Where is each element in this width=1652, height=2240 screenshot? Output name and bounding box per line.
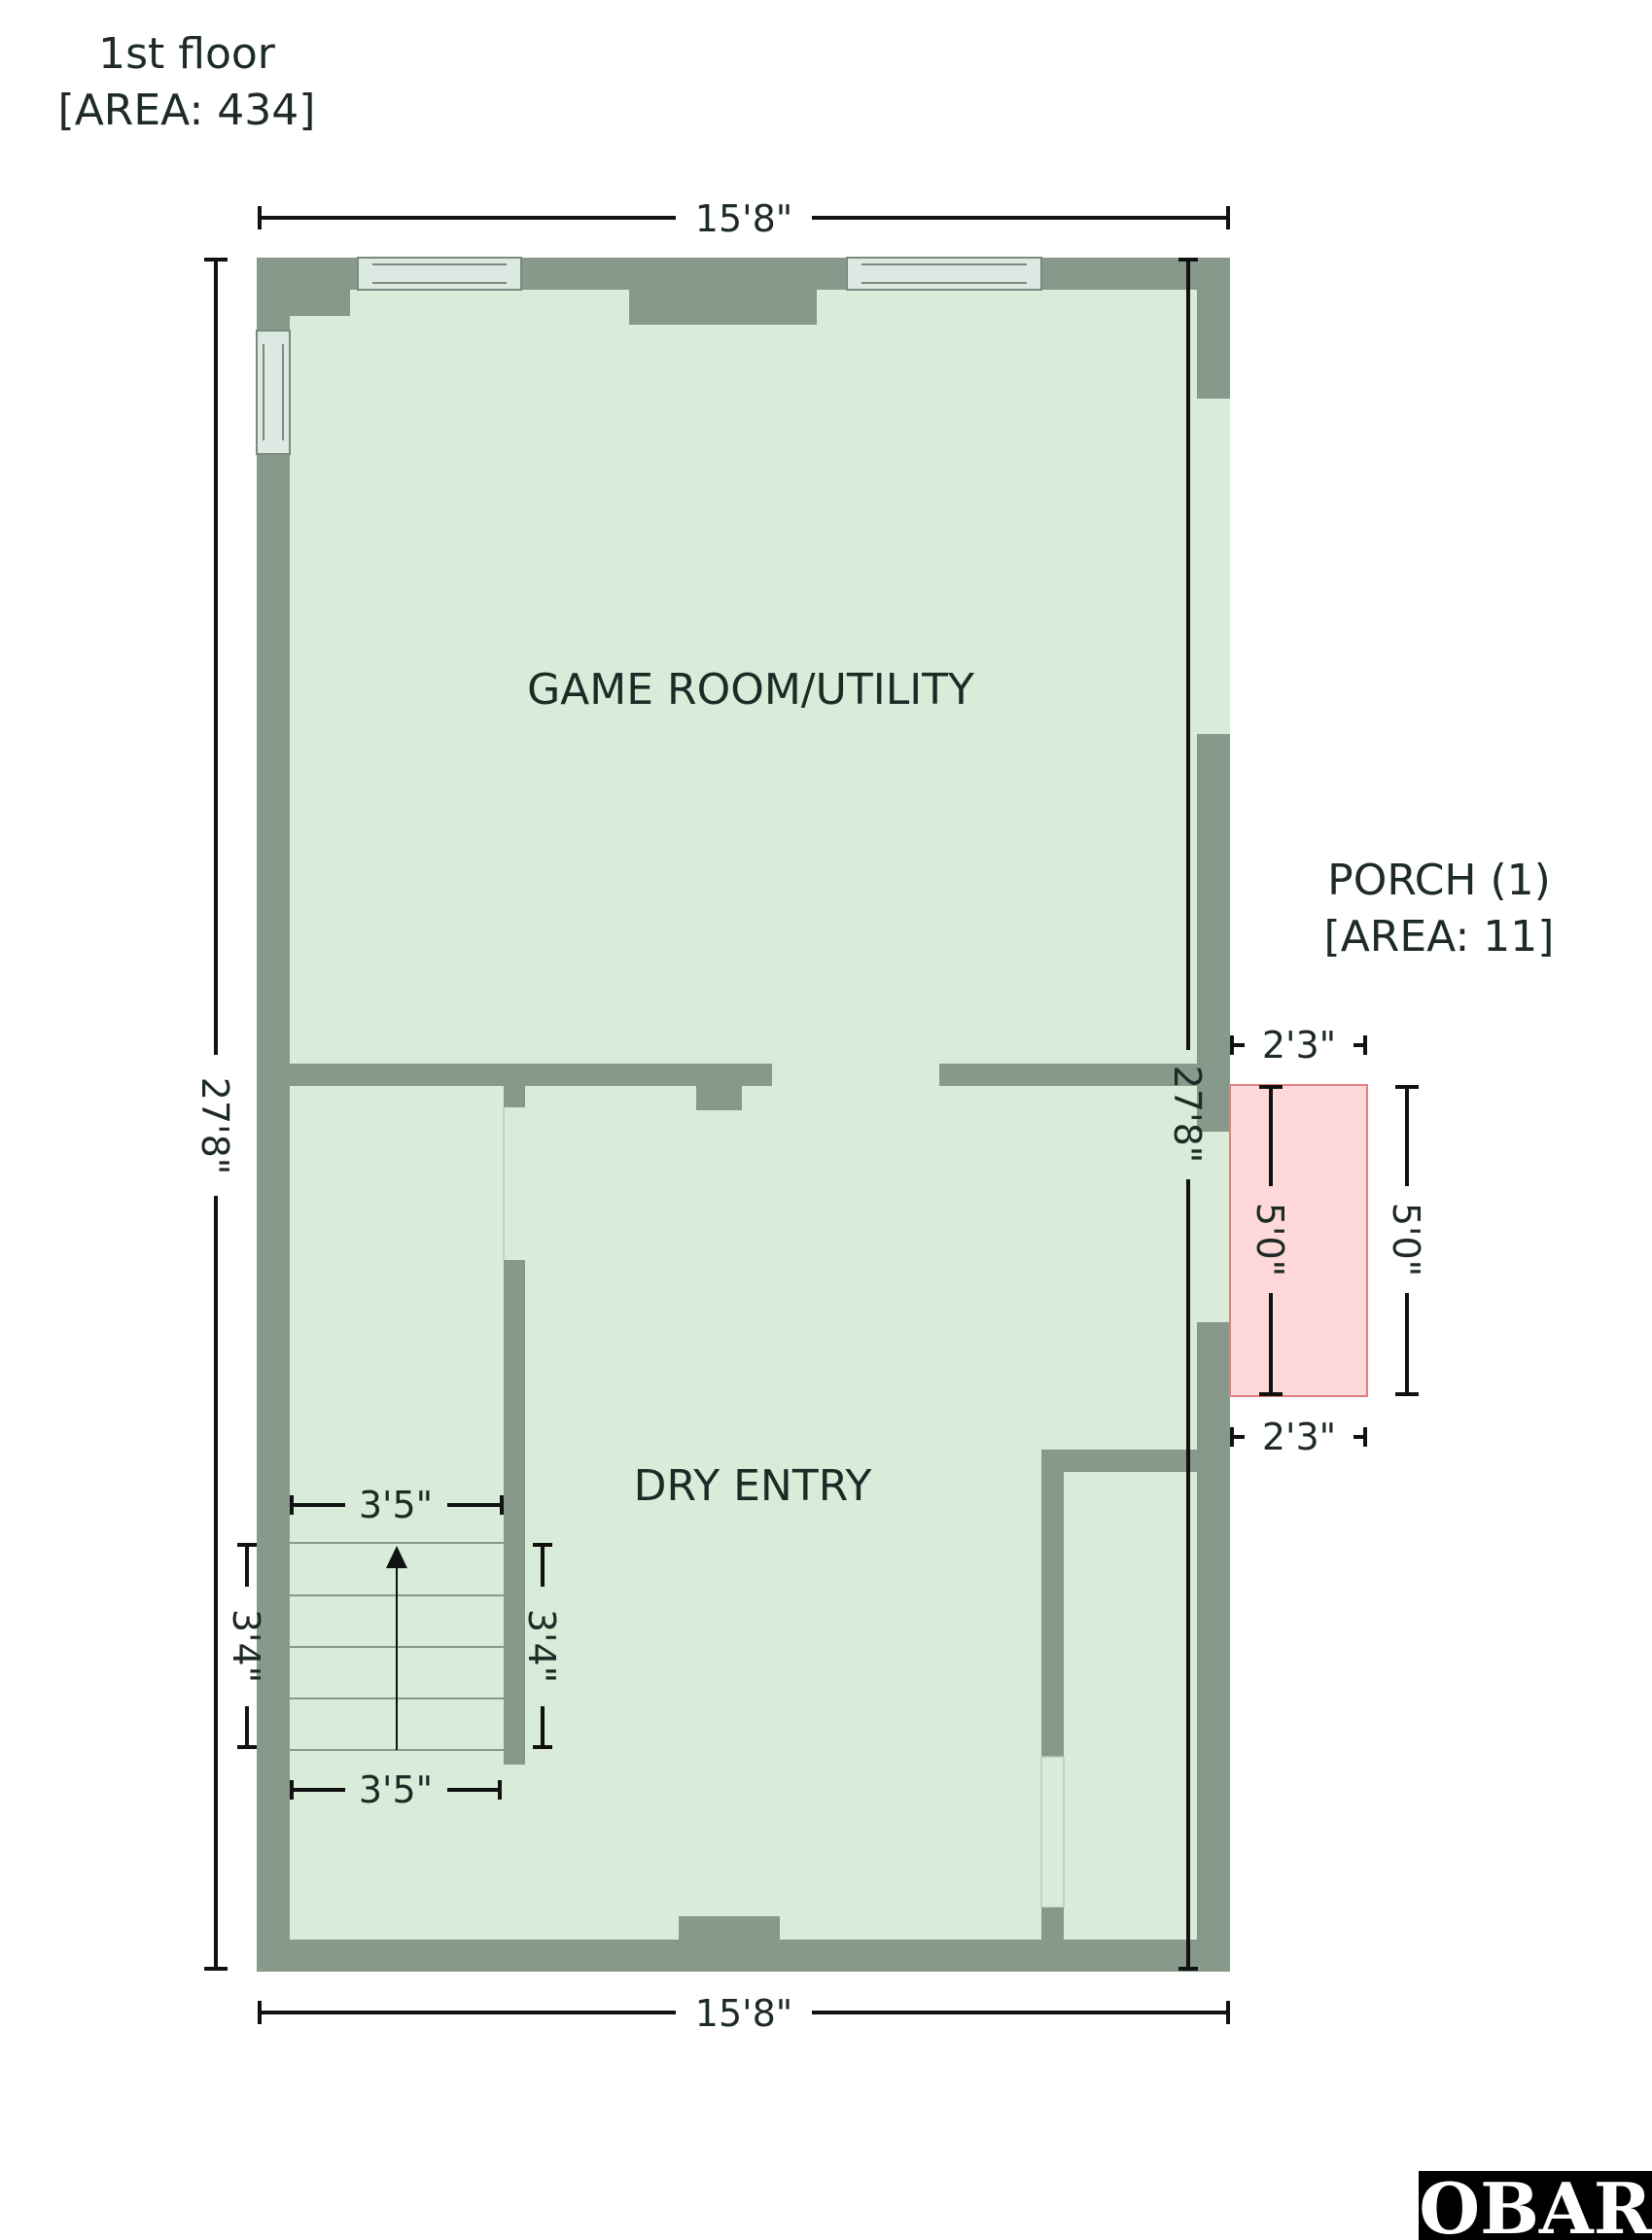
porch-area: [AREA: 11] bbox=[1324, 912, 1555, 962]
stair-wall bbox=[504, 1260, 525, 1765]
wall-bump bbox=[679, 1916, 780, 1940]
dim-porch-outer-height: 5'0" bbox=[1385, 1203, 1427, 1277]
window bbox=[357, 257, 522, 291]
dividing-wall bbox=[290, 1064, 1197, 1086]
window bbox=[846, 257, 1042, 291]
logo-text: OBAR bbox=[1419, 2167, 1652, 2240]
dim-left-height: 27'8" bbox=[193, 1077, 236, 1174]
doorway bbox=[772, 1064, 939, 1086]
wall-bump bbox=[629, 290, 817, 325]
room-label-game-room: GAME ROOM/UTILITY bbox=[527, 665, 974, 715]
window bbox=[256, 330, 291, 455]
dim-porch-top-width: 2'3" bbox=[1262, 1024, 1336, 1067]
closet-door bbox=[1040, 1756, 1065, 1908]
building bbox=[256, 257, 1230, 1972]
porch-name: PORCH (1) bbox=[1327, 856, 1551, 905]
right-wall-opening bbox=[1197, 1132, 1230, 1322]
closet-wall bbox=[1041, 1450, 1197, 1472]
right-wall-opening bbox=[1197, 399, 1230, 734]
closet-wall bbox=[1041, 1908, 1064, 1940]
wall-bump bbox=[696, 1086, 742, 1110]
floor-area: [AREA: 434] bbox=[58, 86, 316, 135]
dim-stair-right-height: 3'4" bbox=[520, 1609, 563, 1683]
dim-stair-left-height: 3'4" bbox=[225, 1609, 267, 1683]
wall-bump bbox=[290, 290, 350, 316]
dimension-lines bbox=[204, 206, 1419, 2024]
dim-top-width: 15'8" bbox=[695, 197, 792, 240]
dim-porch-inner-height: 5'0" bbox=[1248, 1203, 1291, 1277]
stair-arrow-icon bbox=[386, 1546, 407, 1568]
obar-logo: OBAR bbox=[1419, 2167, 1652, 2240]
dim-right-height: 27'8" bbox=[1166, 1066, 1209, 1163]
closet-wall bbox=[1041, 1450, 1064, 1757]
wall-stub bbox=[504, 1086, 525, 1107]
dim-stair-bottom-width: 3'5" bbox=[359, 1768, 433, 1811]
floor-name: 1st floor bbox=[98, 29, 276, 79]
dim-porch-bottom-width: 2'3" bbox=[1262, 1416, 1336, 1458]
dim-stair-top-width: 3'5" bbox=[359, 1484, 433, 1526]
dim-bottom-width: 15'8" bbox=[695, 1992, 792, 2035]
room-label-dry-entry: DRY ENTRY bbox=[634, 1461, 872, 1511]
porch bbox=[1229, 1084, 1368, 1397]
